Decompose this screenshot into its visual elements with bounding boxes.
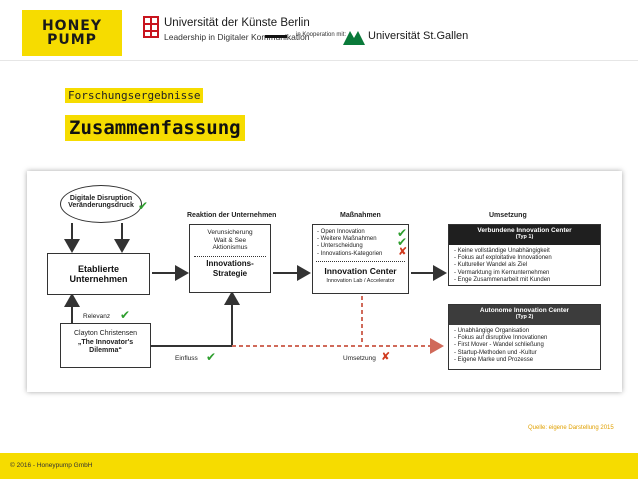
disruption-line2: Veränderungsdruck [68, 202, 134, 209]
cross-icon: ✘ [381, 350, 391, 363]
typ2-header: Autonome Innovation Center (Typ 2) [449, 305, 600, 325]
strategy-item: Verunsicherung [207, 229, 253, 236]
strategy-item: Wait & See [213, 236, 247, 244]
check-icon: ✔ [206, 350, 217, 364]
typ1-header: Verbundene Innovation Center (Typ 1) [449, 225, 600, 245]
heading-umsetzung: Umsetzung [489, 212, 527, 219]
measure-item: - Unterscheidung [317, 243, 363, 250]
hsg-logo-mark [343, 31, 365, 45]
divider-bar [265, 35, 287, 38]
ic-subtitle: Innovation Lab / Accelerator [326, 278, 395, 284]
section-kicker: Forschungsergebnisse [65, 88, 204, 103]
check-icon: ✔ [138, 199, 149, 213]
strategy-divider [194, 255, 266, 257]
relevanz-label: Relevanz [83, 313, 111, 320]
check-icon: ✔ [120, 308, 131, 322]
check-icon: ✔ [397, 226, 408, 240]
typ2-box: Autonome Innovation Center (Typ 2) - Una… [448, 304, 601, 370]
typ2-title: Autonome Innovation Center [479, 307, 570, 314]
measures-list: - Open Innovation - Weitere Maßnahmen - … [317, 229, 382, 258]
typ1-item: - Vermarktung im Kernunternehmen [454, 269, 550, 276]
check-icon: ✔ [397, 235, 408, 249]
strategy-title-line1: Innovations- [206, 258, 254, 268]
etabliert-line1: Etablierte [77, 264, 119, 274]
typ2-item: - First Mover - Wandel schließung [454, 342, 544, 349]
logo-line-2: PUMP [47, 32, 97, 48]
einfluss-label: Einfluss [175, 355, 198, 362]
measure-item: - Innovations-Kategorien [317, 250, 383, 257]
typ2-list: - Unabhängige Organisation - Fokus auf d… [454, 328, 547, 364]
cross-icon: ✘ [398, 245, 408, 258]
copyright: © 2016 - Honeypump GmbH [10, 462, 93, 469]
cooperation-text: in Kooperation mit: [296, 32, 347, 38]
typ1-item: - Fokus auf exploitative Innovationen [454, 255, 552, 262]
typ1-box: Verbundene Innovation Center (Typ 1) - K… [448, 224, 601, 286]
source-note: Quelle: eigene Darstellung 2015 [528, 425, 614, 431]
innovation-center-box: - Open Innovation - Weitere Maßnahmen - … [312, 224, 409, 294]
etablierte-unternehmen-box: Etablierte Unternehmen [47, 253, 150, 295]
typ1-title: Verbundene Innovation Center [477, 227, 572, 234]
ic-divider [316, 261, 405, 262]
footer-bar [0, 453, 638, 479]
heading-massnahmen: Maßnahmen [340, 212, 381, 219]
measure-item: - Weitere Maßnahmen [317, 236, 377, 243]
innovation-strategy-box: Verunsicherung Wait & See Aktionismus In… [189, 224, 271, 293]
typ1-item: - Keine vollständige Unabhängigkeit [454, 248, 550, 254]
umsetzung-label: Umsetzung [343, 355, 376, 362]
etabliert-line2: Unternehmen [69, 274, 128, 284]
heading-reaktion: Reaktion der Unternehmen [187, 212, 277, 219]
typ2-sub: (Typ 2) [515, 314, 534, 320]
udk-name: Universität der Künste Berlin [164, 17, 310, 29]
typ1-list: - Keine vollständige Unabhängigkeit - Fo… [454, 248, 552, 284]
disruption-ellipse: Digitale Disruption Veränderungsdruck [60, 185, 142, 223]
header-divider [0, 60, 638, 61]
udk-logo-mark [143, 16, 159, 38]
strategy-item: Aktionismus [212, 244, 248, 251]
typ1-item: - Enge Zusammenarbeit mit Kunden [454, 276, 551, 283]
typ2-item: - Fokus auf disruptive Innovationen [454, 335, 548, 342]
ic-title: Innovation Center [324, 266, 397, 276]
typ1-sub: (Typ 1) [515, 234, 534, 240]
logo-line-1: HONEY [41, 18, 103, 34]
hsg-name: Universität St.Gallen [368, 30, 469, 42]
typ2-item: - Eigene Marke und Prozesse [454, 356, 534, 363]
typ1-item: - Kultureller Wandel als Ziel [454, 262, 528, 269]
strategy-title-line2: Strategie [212, 268, 248, 278]
typ2-item: - Unabhängige Organisation [454, 328, 530, 334]
christensen-box: Clayton Christensen „The Innovator's Dil… [60, 323, 151, 368]
christensen-line2: „The Innovator's [77, 338, 134, 346]
arrow-einfluss [151, 291, 240, 347]
honeypump-logo: HONEY PUMP [22, 10, 122, 56]
udk-subtitle: Leadership in Digitaler Kommunikation [164, 32, 310, 42]
christensen-line3: Dilemma“ [89, 347, 122, 354]
summary-diagram: Reaktion der Unternehmen Maßnahmen Umset… [27, 171, 622, 392]
measure-item: - Open Innovation [317, 229, 365, 235]
typ2-item: - Startup-Methoden und -Kultur [454, 349, 537, 356]
diagram-connectors [64, 223, 447, 354]
disruption-line1: Digitale Disruption [69, 195, 133, 202]
christensen-line1: Clayton Christensen [73, 330, 138, 337]
slide-title: Zusammenfassung [65, 115, 245, 141]
